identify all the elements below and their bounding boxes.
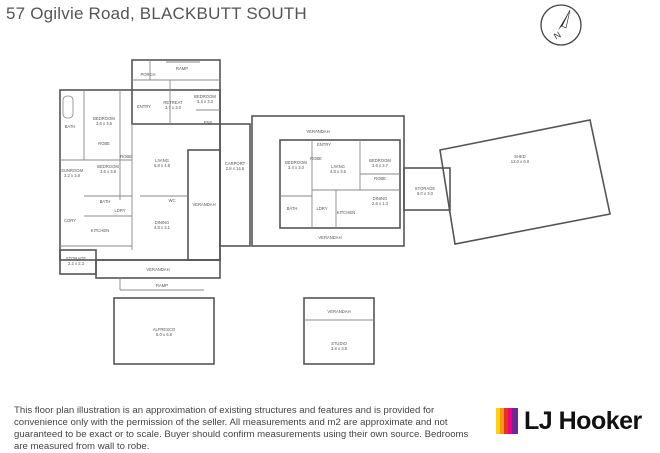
room-living-r: LIVING [331, 164, 345, 169]
room-verandah-r-bottom: VERANDAH [318, 235, 341, 240]
room-entry-r: ENTRY [317, 142, 331, 147]
room-bedroom-r2: BEDROOM [369, 158, 391, 163]
lj-hooker-logo-icon [496, 408, 518, 434]
room-bedroom-mid: BEDROOM [97, 164, 119, 169]
room-retreat: RETREAT [163, 100, 183, 105]
room-studio-dim: 3.8 x 3.8 [331, 346, 348, 351]
room-laundry: LDRY [114, 208, 125, 213]
room-carport: CARPORT [225, 161, 246, 166]
room-bedroom-left-dim: 3.6 x 3.6 [96, 121, 113, 126]
disclaimer-text: This floor plan illustration is an appro… [14, 405, 469, 452]
room-wc: WC [169, 198, 176, 203]
room-porch: PORCH [140, 72, 155, 77]
room-bedroom-left: BEDROOM [93, 116, 115, 121]
room-shed-dim: 12.0 x 6.0 [511, 159, 530, 164]
room-bedroom-r1: BEDROOM [285, 160, 307, 165]
room-dining-r: DINING [373, 196, 388, 201]
brand-name: LJ Hooker [524, 406, 642, 435]
room-carport-dim: 2.8 x 14.6 [226, 166, 245, 171]
room-living-main: LIVING [155, 158, 169, 163]
room-bedroom-top: BEDROOM [194, 94, 216, 99]
room-alfresco-dim: 5.0 x 6.8 [156, 332, 173, 337]
room-storage-r-dim: 6.0 x 3.0 [417, 191, 434, 196]
room-cory: CORY [64, 218, 76, 223]
brand-block: LJ Hooker [496, 404, 656, 438]
room-robe-r2: ROBE [374, 176, 386, 181]
room-studio: STUDIO [331, 341, 348, 346]
room-storage-left-dim: 2.2 x 2.3 [68, 261, 85, 266]
room-dining-main-dim: 4.8 x 3.1 [154, 225, 171, 230]
room-bath-mid: BATH [100, 199, 111, 204]
room-ramp-bottom: RAMP [156, 283, 168, 288]
property-address-title: 57 Ogilvie Road, BLACKBUTT SOUTH [6, 4, 307, 23]
room-robe-mid: ROBE [120, 154, 132, 159]
room-ramp-top: RAMP [176, 66, 188, 71]
room-bedroom-r1-dim: 3.4 x 3.0 [288, 165, 305, 170]
room-retreat-dim: 3.7 x 3.0 [165, 105, 182, 110]
room-verandah-studio: VERANDAH [327, 309, 350, 314]
room-robe-left: ROBE [98, 141, 110, 146]
room-living-main-dim: 6.8 x 4.8 [154, 163, 171, 168]
room-bedroom-r2-dim: 3.6 x 2.7 [372, 163, 389, 168]
room-bath-r: BATH [287, 206, 298, 211]
room-alfresco: ALFRESCO [153, 327, 176, 332]
room-dining-r-dim: 2.8 x 1.3 [372, 201, 389, 206]
room-verandah-side: VERANDAH [192, 202, 215, 207]
room-living-r-dim: 4.8 x 3.6 [330, 169, 347, 174]
room-sunroom: SUNROOM [61, 168, 83, 173]
room-entry-main: ENTRY [137, 104, 151, 109]
room-bedroom-mid-dim: 3.6 x 3.8 [100, 169, 117, 174]
room-kitchen-r: KITCHEN [337, 210, 355, 215]
room-bedroom-top-dim: 3.4 x 3.3 [197, 99, 214, 104]
room-storage-r: STORAGE [415, 186, 436, 191]
room-ens: ENS [204, 120, 213, 125]
room-shed: SHED [514, 154, 526, 159]
room-ldry-r: LDRY [316, 206, 327, 211]
room-storage-left: STORAGE [66, 256, 87, 261]
room-sunroom-dim: 3.2 x 3.8 [64, 173, 81, 178]
room-verandah-top-right: VERANDAH [306, 129, 329, 134]
compass-north-label: N [552, 30, 563, 42]
room-bath-left: BATH [65, 124, 76, 129]
floor-plan: PORCH RAMP ENTRY RETREAT 3.7 x 3.0 BEDRO… [59, 59, 611, 365]
room-robe-r1: ROBE [310, 156, 322, 161]
room-verandah-bottom: VERANDAH [146, 267, 169, 272]
room-kitchen-main: KITCHEN [91, 228, 109, 233]
north-arrow-icon: N [540, 4, 582, 46]
room-dining-main: DINING [155, 220, 170, 225]
